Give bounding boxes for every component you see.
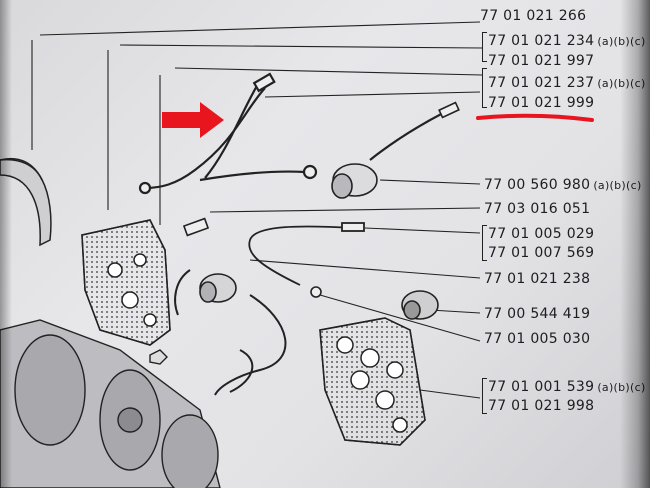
part-number: 77 01 021 238: [484, 271, 591, 287]
part-number: 77 01 007 569: [488, 245, 595, 261]
part-number: 77 01 005 029: [488, 226, 595, 242]
circuit-plate-right: [319, 317, 426, 446]
bulb-holder-mid: [174, 269, 237, 316]
ring-part: [0, 157, 52, 247]
part-number-highlighted: 77 01 021 999: [488, 95, 595, 111]
page-shadow-right: [620, 0, 650, 488]
part-number: 77 01 021 997: [488, 53, 595, 69]
bracket-3: [482, 225, 487, 261]
circuit-plate-left: [81, 219, 171, 346]
part-number: 77 03 016 051: [484, 201, 591, 217]
nut: [149, 349, 168, 365]
bracket-2: [482, 68, 487, 108]
bulb-holder-right: [310, 286, 439, 320]
bulb-holder-top: [331, 101, 460, 199]
bracket-4: [482, 378, 487, 414]
part-number: 77 01 021 998: [488, 398, 595, 414]
part-number: 77 00 544 419: [484, 306, 591, 322]
page-shadow-left: [0, 0, 12, 488]
wire-harness: [138, 72, 318, 195]
wire-lower: [214, 294, 287, 396]
underline-mark: [476, 113, 594, 122]
gauge-housing: [0, 319, 221, 488]
screw: [182, 217, 210, 237]
arrow-icon: [162, 102, 224, 138]
leader-lines: [31, 21, 483, 399]
cable-middle: [248, 222, 365, 286]
bracket-1: [482, 32, 487, 62]
part-number: 77 01 005 030: [484, 331, 591, 347]
part-number: 77 01 021 266: [480, 8, 587, 24]
part-number: 77 00 560 980(a)(b)(c): [484, 177, 642, 193]
